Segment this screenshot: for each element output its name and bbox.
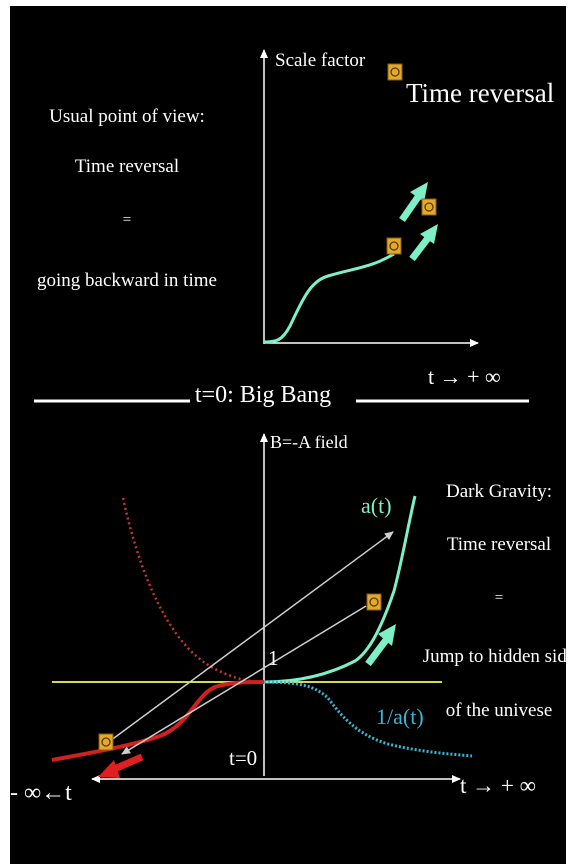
badge-icon <box>98 733 114 751</box>
unity-label: 1 <box>268 646 279 670</box>
usual-view-line1: Usual point of view: <box>49 106 205 127</box>
arrow-icon <box>98 753 144 778</box>
left-axis-label: - ∞←t <box>10 780 72 806</box>
top-scale-curve <box>263 252 395 344</box>
top-y-axis-label: Scale factor <box>275 50 366 71</box>
badge-icon <box>386 237 402 255</box>
badge-icon <box>421 198 437 216</box>
big-bang-label: t=0: Big Bang <box>194 382 332 408</box>
usual-view-line4: going backward in time <box>37 270 217 291</box>
a-curve-label: a(t) <box>361 493 392 518</box>
diagram-canvas <box>34 49 529 783</box>
left-dotted-curve <box>121 497 265 684</box>
t-zero-label: t=0 <box>229 746 258 770</box>
jump-arrow-up <box>109 531 394 742</box>
inverse-scale-curve <box>263 680 473 758</box>
jump-arrow-down <box>121 605 367 755</box>
dark-gravity-line1: Dark Gravity: <box>445 481 553 502</box>
badge-icon <box>387 63 403 81</box>
arrow-icon <box>399 182 428 222</box>
inverse-curve-label: 1/a(t) <box>376 704 424 729</box>
bottom-x-axis-label: t → + ∞ <box>460 773 537 798</box>
diagram-panel: Scale factor Time reversal Usual point o… <box>10 6 575 864</box>
usual-view-line3: = <box>122 212 132 228</box>
dark-gravity-line4: Jump to hidden side <box>422 646 576 667</box>
legend-label: Time reversal <box>406 78 555 108</box>
arrow-icon <box>365 624 396 667</box>
dark-gravity-line3: = <box>494 590 504 606</box>
usual-view-line2: Time reversal <box>74 156 180 177</box>
dark-gravity-line2: Time reversal <box>446 534 552 555</box>
dark-gravity-line5: of the univese <box>445 700 553 721</box>
badge-icon <box>366 593 382 611</box>
top-x-axis-label: t → + ∞ <box>428 364 501 389</box>
bottom-y-axis-label: B=-A field <box>270 432 348 452</box>
arrow-icon <box>409 224 438 262</box>
scale-factor-curve <box>263 495 417 684</box>
